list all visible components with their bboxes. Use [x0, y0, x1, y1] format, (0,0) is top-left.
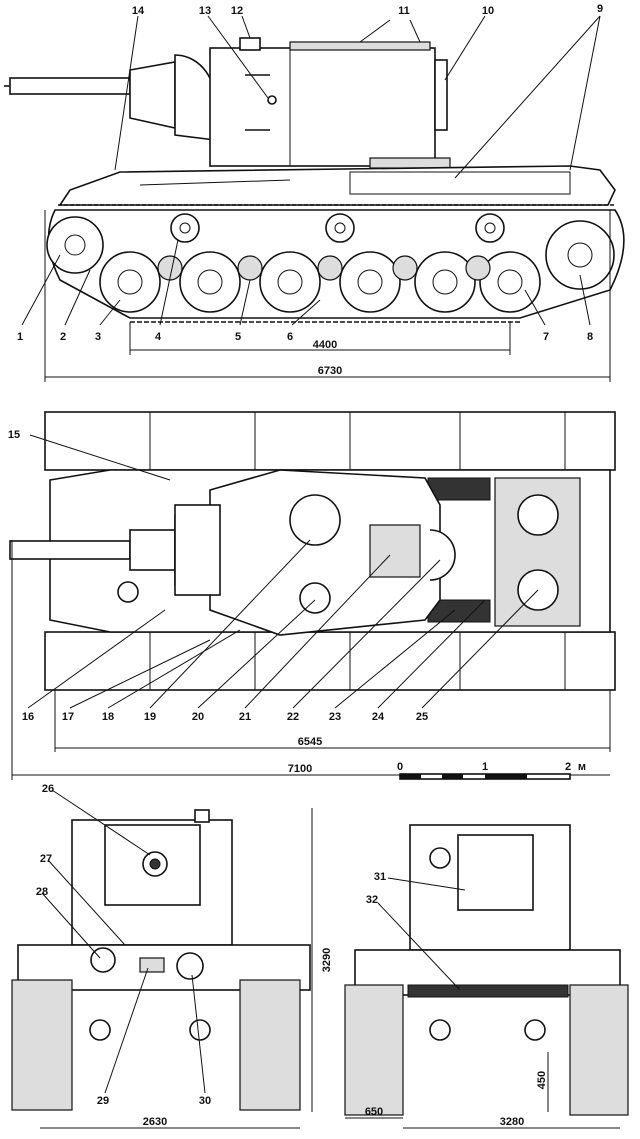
callout-label: 24	[372, 711, 385, 723]
callout-label: 25	[416, 711, 428, 723]
callout-label: 14	[132, 5, 145, 17]
callout-label: 3	[95, 331, 101, 343]
callout-label: 7	[543, 331, 549, 343]
scale-tick-2: 2	[565, 761, 571, 773]
return-roller	[325, 213, 355, 243]
scale-tick-1: 1	[482, 761, 488, 773]
gun-barrel-top	[9, 540, 131, 560]
hull	[58, 165, 616, 206]
dimension-labels: 4400 6730 6545 7100 3290 2630 650 3280 4…	[143, 339, 548, 1128]
callout-label: 17	[62, 711, 74, 723]
callout-label: 28	[36, 886, 48, 898]
road-wheels	[99, 251, 541, 313]
callout-label: 22	[287, 711, 299, 723]
gun-mantlet	[129, 61, 176, 129]
track-top-right	[44, 631, 616, 691]
scale-labels: 0 1 2 м	[397, 761, 586, 773]
scale-unit: м	[578, 761, 586, 773]
dim-height: 3290	[321, 948, 333, 972]
callout-label: 9	[597, 3, 603, 15]
commander-hatch	[289, 494, 341, 546]
side-view	[4, 15, 625, 382]
dim-length-total: 7100	[288, 763, 312, 775]
callout-label: 2	[60, 331, 66, 343]
callout-label: 30	[199, 1095, 211, 1107]
rear-callouts: 31 32	[366, 871, 386, 906]
scale-bar	[399, 773, 571, 780]
dim-length-top: 6545	[298, 736, 322, 748]
callout-label: 29	[97, 1095, 109, 1107]
track-front-right	[239, 979, 301, 1111]
dim-width-total: 3280	[500, 1116, 524, 1128]
dim-track-width: 2630	[143, 1116, 167, 1128]
callout-label: 1	[17, 331, 23, 343]
drive-sprocket	[545, 220, 615, 290]
callout-label: 26	[42, 783, 54, 795]
dim-wheelbase: 4400	[313, 339, 337, 351]
callout-label: 27	[40, 853, 52, 865]
dim-clearance: 450	[536, 1071, 548, 1089]
callout-label: 10	[482, 5, 494, 17]
scale-tick-0: 0	[397, 761, 403, 773]
idler-wheel	[46, 216, 104, 274]
callout-label: 15	[8, 429, 20, 441]
loader-hatch	[369, 524, 421, 578]
callout-label: 6	[287, 331, 293, 343]
dim-track-shoe: 650	[365, 1106, 383, 1118]
callout-label: 31	[374, 871, 386, 883]
gun-barrel	[9, 77, 131, 95]
callout-label: 4	[155, 331, 162, 343]
return-roller	[170, 213, 200, 243]
exhaust-grille	[407, 984, 569, 998]
callout-label: 8	[587, 331, 593, 343]
return-roller	[475, 213, 505, 243]
callout-label: 20	[192, 711, 204, 723]
callout-label: 11	[398, 5, 410, 17]
callout-label: 21	[239, 711, 251, 723]
callout-label: 23	[329, 711, 341, 723]
turret	[209, 47, 436, 167]
top-callouts: 15 16 17 18 19 20 21 22 23 24 25	[8, 429, 428, 723]
callout-label: 18	[102, 711, 114, 723]
front-callouts: 26 27 28 29 30	[36, 783, 211, 1107]
track-top-left	[44, 411, 616, 471]
track-rear-right	[569, 984, 629, 1116]
callout-label: 5	[235, 331, 241, 343]
callout-label: 32	[366, 894, 378, 906]
callout-label: 13	[199, 5, 211, 17]
track-rear-left	[344, 984, 404, 1116]
turret-top	[209, 469, 441, 636]
top-view	[9, 411, 616, 780]
dim-length-hull: 6730	[318, 365, 342, 377]
callout-label: 16	[22, 711, 34, 723]
side-callouts: 14 13 12 11 10 9 1 2 3 4 5 6 7 8	[17, 3, 603, 343]
track-front-left	[11, 979, 73, 1111]
callout-label: 12	[231, 5, 243, 17]
callout-label: 19	[144, 711, 156, 723]
rear-hatch	[457, 834, 534, 911]
front-view	[11, 789, 313, 1129]
rear-view	[344, 824, 629, 1129]
